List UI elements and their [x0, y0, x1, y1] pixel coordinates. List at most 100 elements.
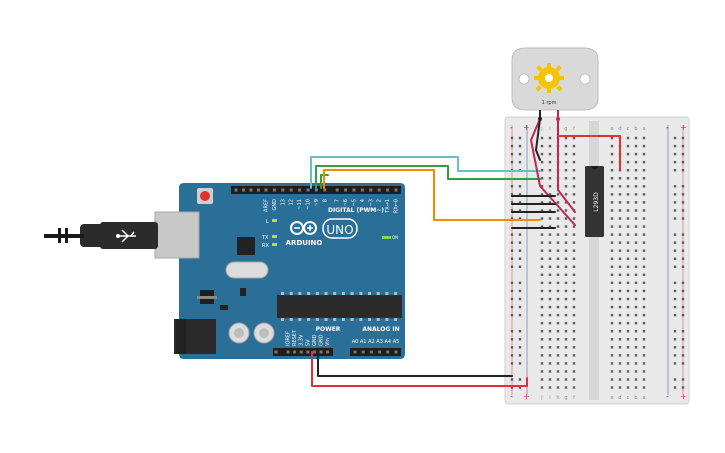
breadboard-hole[interactable]	[548, 249, 552, 252]
rail-hole[interactable]	[681, 338, 685, 341]
breadboard-hole[interactable]	[618, 297, 622, 301]
breadboard-hole[interactable]	[618, 362, 622, 365]
breadboard-hole[interactable]	[642, 321, 646, 325]
header-pin[interactable]	[299, 350, 303, 354]
breadboard-hole[interactable]	[642, 217, 646, 220]
breadboard-hole[interactable]	[540, 338, 544, 341]
header-pin[interactable]	[234, 188, 238, 192]
rail-hole[interactable]	[673, 378, 677, 381]
breadboard-hole[interactable]	[564, 185, 568, 188]
breadboard-hole[interactable]	[610, 233, 614, 236]
breadboard-hole[interactable]	[556, 225, 560, 228]
breadboard-hole[interactable]	[572, 249, 576, 252]
rail-hole[interactable]	[518, 152, 522, 156]
breadboard-hole[interactable]	[548, 201, 552, 204]
breadboard-hole[interactable]	[564, 241, 568, 244]
power-header[interactable]	[273, 348, 333, 356]
breadboard-hole[interactable]	[642, 144, 646, 148]
breadboard-hole[interactable]	[540, 257, 544, 260]
breadboard-hole[interactable]	[618, 201, 622, 204]
breadboard-hole[interactable]	[548, 289, 552, 293]
breadboard-hole[interactable]	[610, 289, 614, 293]
breadboard-hole[interactable]	[634, 217, 638, 220]
breadboard-hole[interactable]	[618, 386, 622, 389]
breadboard-hole[interactable]	[564, 370, 568, 373]
breadboard-hole[interactable]	[626, 160, 630, 164]
rail-hole[interactable]	[673, 241, 677, 244]
rail-hole[interactable]	[518, 378, 522, 381]
breadboard-hole[interactable]	[642, 193, 646, 196]
breadboard-hole[interactable]	[610, 160, 614, 164]
rail-hole[interactable]	[681, 305, 685, 309]
wire-green[interactable]	[315, 165, 541, 189]
breadboard-hole[interactable]	[548, 321, 552, 325]
breadboard-hole[interactable]	[564, 160, 568, 164]
breadboard-hole[interactable]	[540, 313, 544, 317]
breadboard-hole[interactable]	[564, 152, 568, 156]
breadboard-hole[interactable]	[634, 225, 638, 228]
rail-hole[interactable]	[510, 185, 514, 188]
header-pin[interactable]	[369, 350, 373, 354]
breadboard-hole[interactable]	[572, 370, 576, 373]
breadboard-hole[interactable]	[626, 233, 630, 236]
breadboard-hole[interactable]	[548, 144, 552, 148]
breadboard-hole[interactable]	[556, 362, 560, 365]
breadboard-hole[interactable]	[548, 209, 552, 212]
rail-hole[interactable]	[673, 193, 677, 196]
breadboard-hole[interactable]	[564, 265, 568, 268]
breadboard-hole[interactable]	[556, 386, 560, 389]
breadboard-hole[interactable]	[642, 257, 646, 260]
breadboard-hole[interactable]	[626, 209, 630, 212]
breadboard-hole[interactable]	[634, 241, 638, 244]
breadboard-hole[interactable]	[548, 346, 552, 349]
breadboard-hole[interactable]	[610, 249, 614, 252]
breadboard-hole[interactable]	[556, 273, 560, 277]
breadboard-hole[interactable]	[618, 233, 622, 236]
breadboard-hole[interactable]	[634, 370, 638, 373]
breadboard-hole[interactable]	[610, 330, 614, 333]
breadboard-hole[interactable]	[642, 330, 646, 333]
rail-hole[interactable]	[518, 297, 522, 301]
breadboard-hole[interactable]	[556, 241, 560, 244]
wire-black-gnd[interactable]	[317, 351, 513, 377]
breadboard-hole[interactable]	[572, 346, 576, 349]
breadboard-hole[interactable]	[642, 201, 646, 204]
breadboard-hole[interactable]	[540, 370, 544, 373]
breadboard-hole[interactable]	[642, 185, 646, 188]
breadboard-hole[interactable]	[540, 362, 544, 365]
rail-hole[interactable]	[673, 160, 677, 164]
breadboard-hole[interactable]	[548, 330, 552, 333]
breadboard-hole[interactable]	[618, 273, 622, 277]
breadboard-hole[interactable]	[626, 330, 630, 333]
header-pin[interactable]	[242, 188, 245, 192]
breadboard-hole[interactable]	[610, 169, 614, 172]
rail-hole[interactable]	[673, 136, 677, 140]
rail-hole[interactable]	[518, 265, 522, 268]
breadboard-hole[interactable]	[618, 177, 622, 180]
breadboard-hole[interactable]	[548, 297, 552, 301]
breadboard-hole[interactable]	[564, 209, 568, 212]
breadboard-hole[interactable]	[572, 321, 576, 325]
breadboard-hole[interactable]	[548, 305, 552, 309]
breadboard-hole[interactable]	[564, 386, 568, 389]
breadboard-hole[interactable]	[642, 346, 646, 349]
breadboard-hole[interactable]	[540, 273, 544, 277]
header-pin[interactable]	[386, 350, 390, 354]
rail-hole[interactable]	[510, 241, 514, 244]
breadboard-hole[interactable]	[556, 370, 560, 373]
header-pin[interactable]	[369, 188, 373, 192]
rail-hole[interactable]	[673, 330, 677, 333]
breadboard-hole[interactable]	[642, 338, 646, 341]
breadboard-hole[interactable]	[540, 265, 544, 268]
rail-hole[interactable]	[510, 354, 514, 357]
rail-hole[interactable]	[510, 257, 514, 260]
dc-motor[interactable]: 1 rpm	[511, 47, 599, 121]
breadboard-hole[interactable]	[540, 305, 544, 309]
breadboard-hole[interactable]	[556, 346, 560, 349]
breadboard-hole[interactable]	[634, 249, 638, 252]
breadboard-hole[interactable]	[610, 217, 614, 220]
wire-red-top[interactable]	[559, 135, 621, 171]
header-pin[interactable]	[274, 350, 278, 354]
breadboard-hole[interactable]	[634, 233, 638, 236]
breadboard-hole[interactable]	[626, 281, 630, 285]
